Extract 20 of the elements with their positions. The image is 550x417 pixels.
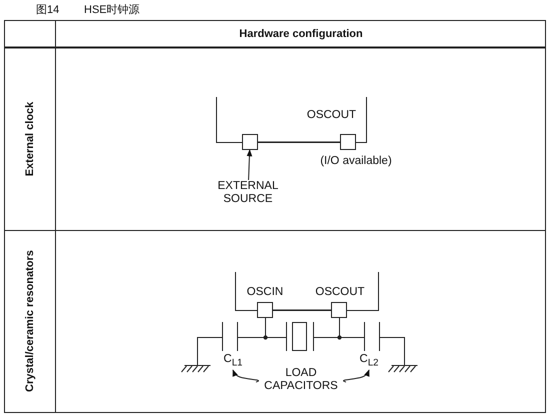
text-label: LOAD CAPACITORS xyxy=(258,367,344,393)
text-label: C$_{L1}$ xyxy=(220,353,246,369)
pin-label: (I/O available) xyxy=(319,155,393,168)
pin-box xyxy=(331,302,347,318)
pin-box xyxy=(242,134,258,150)
arrow xyxy=(246,149,252,180)
text-label: C$_{L2}$ xyxy=(356,353,382,369)
pin-box xyxy=(340,134,356,150)
figure-number: 图14 xyxy=(36,3,60,17)
arrow xyxy=(342,369,370,382)
text-label: EXTERNAL SOURCE xyxy=(208,180,288,208)
figure-title: HSE时钟源 xyxy=(84,3,140,17)
arrow xyxy=(232,369,260,382)
pin-label: OSCIN xyxy=(246,286,284,299)
pin-label: OSCOUT xyxy=(314,286,366,299)
row-header: Crystal/ceramic resonators xyxy=(23,249,37,394)
column-header: Hardware configuration xyxy=(238,27,364,42)
row-header: External clock xyxy=(23,100,37,178)
pin-box xyxy=(257,302,273,318)
pin-label: OSCOUT xyxy=(306,109,358,122)
